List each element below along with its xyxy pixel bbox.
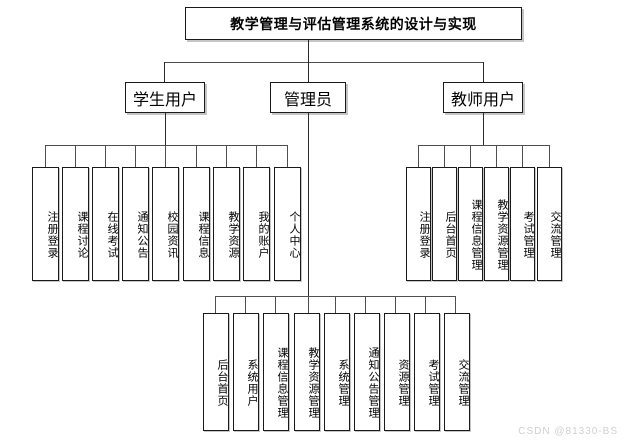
branch-node-student-label: 学生用户 [132,91,197,109]
connector-teacher-drop-3 [470,145,471,167]
leaf-label: 系统管理 [337,359,349,407]
leaf-node-student-2: 课程讨论 [62,167,89,281]
leaf-node-teacher-6: 交流管理 [537,167,562,281]
leaf-node-admin-2: 系统用户 [233,313,259,431]
leaf-node-admin-8: 考试管理 [414,313,440,431]
leaf-label: 教学资源 [227,211,239,259]
connector-student-drop-8 [256,145,257,167]
leaf-label: 在线考试 [106,211,118,259]
connector-student-drop-5 [165,145,166,167]
leaf-node-admin-6: 通知公告管理 [354,313,380,431]
leaf-node-admin-1: 后台首页 [203,313,229,431]
leaf-label: 个人中心 [288,211,300,259]
leaf-node-teacher-2: 后台首页 [432,167,457,281]
leaf-label: 教学资源管理 [496,199,508,271]
branch-node-student: 学生用户 [125,82,205,113]
root-node-system-title: 教学管理与评估管理系统的设计与实现 [185,7,522,40]
connector-student-bus [45,145,287,146]
connector-teacher-drop-6 [549,145,550,167]
leaf-label: 课程讨论 [76,211,88,259]
leaf-label: 我的账户 [257,211,269,259]
leaf-label: 课程信息 [197,211,209,259]
connector-teacher-drop-1 [418,145,419,167]
connector-admin-drop-4 [308,296,309,313]
connector-admin-drop-8 [425,296,426,313]
connector-admin-stem [308,113,309,296]
connector-student-drop-9 [287,145,288,167]
connector-teacher-drop-5 [522,145,523,167]
connector-student-drop-4 [135,145,136,167]
leaf-node-teacher-1: 注册登录 [406,167,431,281]
connector-admin-drop-6 [365,296,366,313]
connector-student-drop-7 [226,145,227,167]
leaf-label: 后台首页 [444,211,456,259]
leaf-node-teacher-5: 考试管理 [510,167,535,281]
leaf-label: 通知公告管理 [367,347,379,419]
connector-student-drop-1 [45,145,46,167]
leaf-label: 交流管理 [457,359,469,407]
leaf-node-teacher-3: 课程信息管理 [458,167,483,281]
connector-student-drop-3 [105,145,106,167]
connector-student-drop-2 [75,145,76,167]
leaf-node-admin-5: 系统管理 [324,313,350,431]
leaf-label: 通知公告 [136,211,148,259]
leaf-label: 校园资讯 [166,211,178,259]
connector-admin-drop-3 [275,296,276,313]
watermark-text: CSDN @81330-BS [518,426,618,437]
connector-student-drop-6 [196,145,197,167]
leaf-node-student-7: 教学资源 [213,167,240,281]
connector-teacher-stem [483,113,484,145]
leaf-node-student-5: 校园资讯 [152,167,179,281]
connector-admin-drop-7 [395,296,396,313]
leaf-label: 考试管理 [522,211,534,259]
leaf-label: 系统用户 [246,359,258,407]
connector-root-stem [308,40,309,62]
leaf-label: 资源管理 [397,359,409,407]
leaf-label: 注册登录 [418,211,430,259]
leaf-node-admin-4: 教学资源管理 [294,313,320,431]
connector-drop-admin [308,62,309,82]
branch-node-teacher-label: 教师用户 [450,91,515,109]
leaf-node-student-9: 个人中心 [274,167,301,281]
connector-admin-drop-1 [215,296,216,313]
leaf-label: 课程信息管理 [276,347,288,419]
branch-node-admin: 管理员 [270,82,346,113]
leaf-node-admin-3: 课程信息管理 [263,313,289,431]
connector-level2-bus [164,62,484,63]
leaf-node-admin-7: 资源管理 [384,313,410,431]
leaf-label: 后台首页 [216,359,228,407]
leaf-node-student-3: 在线考试 [92,167,119,281]
connector-admin-drop-5 [335,296,336,313]
leaf-label: 课程信息管理 [470,199,482,271]
leaf-node-student-8: 我的账户 [243,167,270,281]
branch-node-teacher: 教师用户 [443,82,523,113]
connector-drop-student [164,62,165,82]
connector-teacher-drop-2 [444,145,445,167]
leaf-node-student-4: 通知公告 [122,167,149,281]
connector-student-stem [165,113,166,145]
connector-teacher-drop-4 [496,145,497,167]
leaf-label: 考试管理 [427,359,439,407]
connector-admin-drop-9 [455,296,456,313]
leaf-label: 注册登录 [46,211,58,259]
leaf-node-student-6: 课程信息 [183,167,210,281]
root-node-label: 教学管理与评估管理系统的设计与实现 [230,15,477,32]
leaf-node-student-1: 注册登录 [32,167,59,281]
leaf-label: 教学资源管理 [307,347,319,419]
connector-drop-teacher [483,62,484,82]
connector-teacher-bus [418,145,549,146]
branch-node-admin-label: 管理员 [283,91,332,109]
leaf-label: 交流管理 [549,211,561,259]
connector-admin-drop-2 [245,296,246,313]
leaf-node-teacher-4: 教学资源管理 [484,167,509,281]
leaf-node-admin-9: 交流管理 [444,313,470,431]
